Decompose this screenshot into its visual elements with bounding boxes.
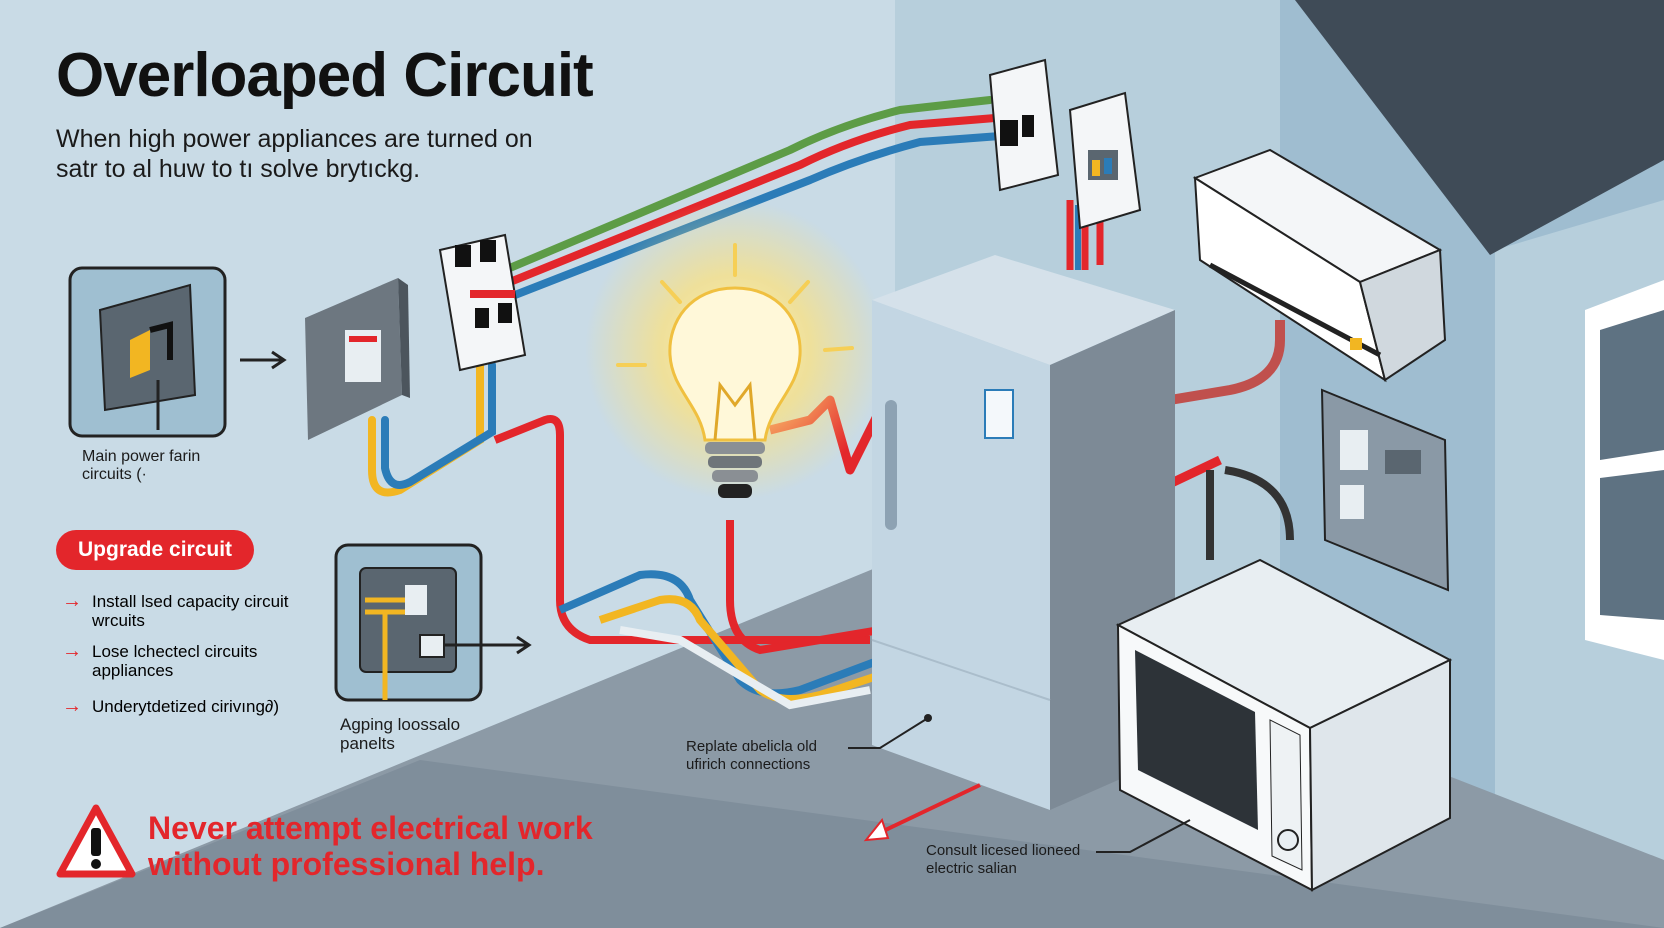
top-breaker-2 — [1068, 91, 1142, 230]
step-item: → Lose lchectecl circuits appliances — [62, 640, 302, 680]
arrow-right-icon — [445, 635, 532, 655]
breaker-icon — [438, 233, 527, 372]
arrow-right-icon — [240, 350, 287, 370]
outlet-cable — [1206, 466, 1294, 560]
consult-electrician-caption: Consult licesed lioneed electric salian — [926, 842, 1081, 877]
grey-wire-lower — [619, 626, 871, 710]
air-conditioner-icon — [1192, 148, 1447, 383]
step-text: Install lsed capacity circuit wrcuits — [92, 592, 289, 630]
floor-shade — [0, 760, 1664, 928]
roof — [1295, 0, 1664, 255]
page-subtitle: When high power appliances are turned on… — [56, 125, 533, 183]
lightbulb-icon — [585, 200, 885, 500]
main-panel-caption: Main power farin circuits (· — [82, 448, 201, 483]
main-fuse-box — [305, 278, 410, 440]
step-item: → Install lsed capacity circuit wrcuits — [62, 590, 302, 630]
outlet-icon — [1320, 388, 1450, 592]
lamp-cable — [726, 520, 881, 655]
wire-bundle-top — [501, 96, 1004, 299]
upgrade-circuit-badge: Upgrade circuit — [56, 530, 255, 570]
step-text: Underytdetized cirivıng∂) — [92, 697, 279, 716]
aging-panels-caption: Agping loossalo panelts — [340, 715, 461, 753]
arrow-right-icon: → — [62, 590, 82, 612]
safety-warning: Never attempt electrical work without pr… — [148, 810, 593, 882]
wire-bundle-left — [368, 356, 496, 497]
warning-icon — [56, 804, 136, 878]
microwave-icon — [1115, 558, 1453, 892]
arrow-right-icon: → — [62, 695, 82, 717]
red-wire-lower — [493, 415, 870, 644]
step-text: Lose lchectecl circuits appliances — [92, 642, 258, 680]
aging-panel-icon — [334, 543, 483, 702]
main-panel-icon — [68, 266, 227, 438]
consult-leader-line — [1096, 819, 1191, 853]
replace-leader-line — [848, 717, 929, 749]
window — [1585, 280, 1664, 660]
step-item: → Underytdetized cirivıng∂) — [62, 695, 302, 717]
top-breaker-1 — [988, 58, 1060, 192]
replace-connections-caption: Replate ɑbelicla old ufirich connections — [686, 738, 817, 773]
ac-cable — [1169, 320, 1285, 405]
floor-red-arrow — [874, 783, 981, 837]
page-title: Overloaped Circuit — [56, 41, 594, 110]
arrow-right-icon: → — [62, 640, 82, 662]
